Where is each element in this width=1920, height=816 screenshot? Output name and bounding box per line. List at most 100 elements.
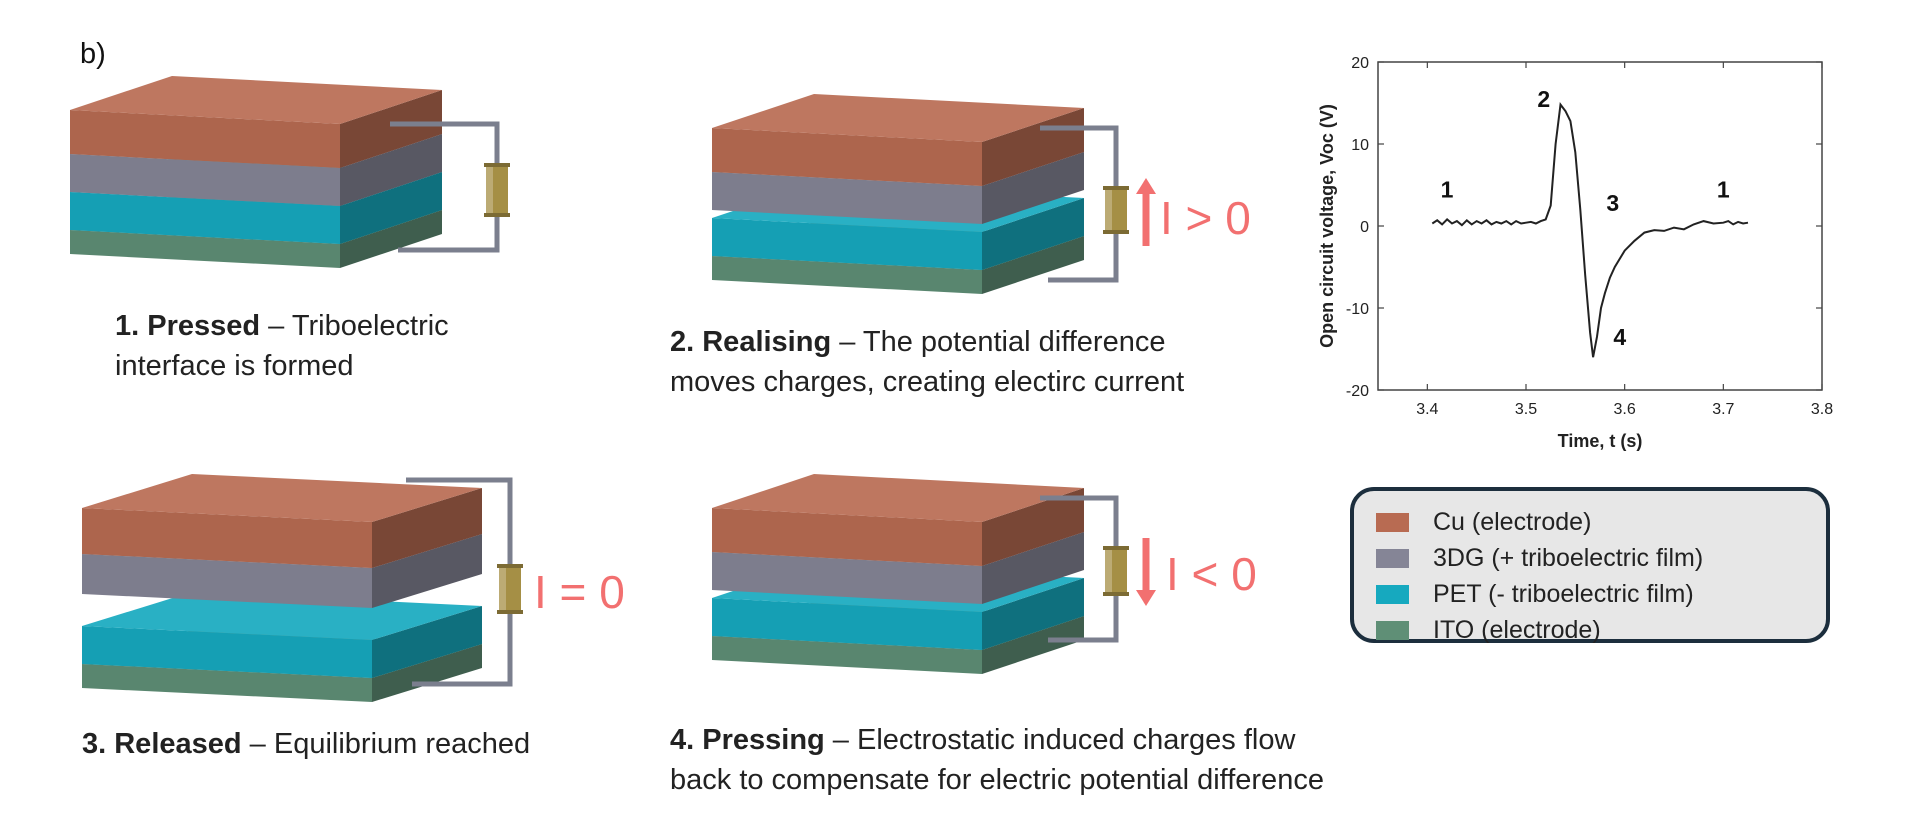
legend-label-3dg: 3DG (+ triboelectric film) [1433,543,1704,572]
phase-annotation-3: 1 [1717,176,1730,202]
stack-pressed-ito-side [340,210,442,268]
released-resistor-highlight [499,564,506,614]
stack-realising-dg3-front [712,172,982,224]
legend-swatch-cu [1376,512,1409,532]
chart-frame [1377,61,1823,391]
material-legend: Cu (electrode) 3DG (+ triboelectric film… [1350,487,1830,644]
pressing-circuit [1040,495,1129,643]
caption-realising-line2: moves charges, creating electirc current [670,366,1185,398]
stack-pressed-cu-top [70,76,442,124]
x-tick-label: 3.6 [1614,401,1636,418]
stack-released-pet-front [82,626,372,678]
stack-pressed-dg3-front [70,154,340,206]
stack-pressed-pet-side [340,172,442,244]
caption-pressing-line2: back to compensate for electric potentia… [670,764,1324,796]
stack-pressed-pet-front [70,192,340,244]
pressed-circuit [390,121,510,253]
caption-released-title: 3. Released [82,728,242,760]
legend-label-cu: Cu (electrode) [1433,507,1592,536]
caption-released: 3. Released – Equilibrium reached [82,724,530,764]
pressing-resistor-cap-top [1103,546,1129,550]
y-axis-label: Open circuit voltage, Voc (V) [1317,104,1337,348]
stack-pressed-cu-side [340,90,442,168]
stack-pressing-dg3-front [712,552,982,604]
stack-realising-ito-side [982,236,1084,294]
stack-released-cu-top [82,474,482,522]
stack-realising-ito-front [712,256,982,294]
stack-released-dg3-front [82,554,372,608]
stack-pressed [70,76,442,268]
stack-pressing [712,474,1084,674]
pressed-wire-top [390,121,500,163]
caption-pressed-line2: interface is formed [115,350,354,382]
stack-pressing-pet-side [982,578,1084,650]
x-tick-label: 3.8 [1811,401,1833,418]
realising-circuit [1040,125,1129,283]
legend-item-pet: PET (- triboelectric film) [1376,576,1694,612]
stack-pressing-cu-side [982,488,1084,566]
phase-annotation-0: 1 [1441,176,1454,202]
stack-pressing-ito-side [982,616,1084,674]
stack-released-ito-front [82,664,372,702]
stack-released-pet-side [372,606,482,678]
y-tick-label: 10 [1351,137,1369,154]
x-tick-label: 3.5 [1515,401,1537,418]
stack-realising-pet-side [982,198,1084,270]
y-tick-label: 20 [1351,55,1369,72]
legend-swatch-3dg [1376,548,1409,568]
stack-realising [712,94,1084,294]
arrow-current-negative-head [1136,590,1156,606]
caption-realising-text: – The potential difference [831,326,1166,358]
realising-resistor-cap-bottom [1103,230,1129,234]
stack-released [82,474,482,702]
arrow-current-negative [1136,538,1156,606]
label-current-positive: I > 0 [1160,192,1251,244]
pressed-resistor-highlight [486,163,493,217]
realising-wire-bottom [1048,234,1119,283]
y-tick-label: -10 [1346,301,1369,318]
legend-label-pet: PET (- triboelectric film) [1433,579,1694,608]
label-current-negative: I < 0 [1166,548,1257,600]
phase-annotation-2: 3 [1606,190,1619,216]
released-circuit [406,477,523,687]
y-tick-label: -20 [1346,383,1369,400]
pressing-resistor-cap-bottom [1103,592,1129,596]
realising-resistor-cap-top [1103,186,1129,190]
stack-realising-cu-top [712,94,1084,142]
stack-released-ito-side [372,644,482,702]
x-tick-label: 3.7 [1712,401,1734,418]
arrow-current-positive [1136,178,1156,246]
legend-item-3dg: 3DG (+ triboelectric film) [1376,540,1703,576]
pressed-resistor-cap-top [484,163,510,167]
pressing-wire-top [1040,495,1119,546]
x-tick-label: 3.4 [1416,401,1438,418]
stack-pressed-cu-front [70,110,340,168]
caption-pressed-text: – Triboelectric [260,310,449,342]
stack-released-cu-side [372,488,482,568]
realising-wire-top [1040,125,1119,186]
caption-pressing: 4. Pressing – Electrostatic induced char… [670,720,1324,800]
pressing-resistor-highlight [1105,546,1112,596]
released-resistor-cap-top [497,564,523,568]
y-tick-label: 0 [1360,219,1369,236]
caption-realising: 2. Realising – The potential difference … [670,322,1184,402]
released-wire-top [406,477,513,564]
stack-realising-dg3-side [982,152,1084,224]
pressing-wire-bottom [1048,596,1119,643]
caption-released-text: – Equilibrium reached [241,728,531,760]
stack-pressing-pet-front [712,598,982,650]
pressed-wire-bottom [398,217,500,253]
stack-pressed-dg3-side [340,134,442,206]
stack-pressing-cu-front [712,508,982,566]
caption-pressed-title: 1. Pressed [115,310,261,342]
caption-pressing-title: 4. Pressing [670,724,825,756]
stack-pressing-cu-top [712,474,1084,522]
stack-realising-cu-front [712,128,982,186]
stack-pressing-ito-front [712,636,982,674]
legend-swatch-ito [1376,620,1409,640]
caption-pressed: 1. Pressed – Triboelectric interface is … [115,306,449,386]
released-resistor-cap-bottom [497,610,523,614]
x-axis-label: Time, t (s) [1558,431,1643,451]
